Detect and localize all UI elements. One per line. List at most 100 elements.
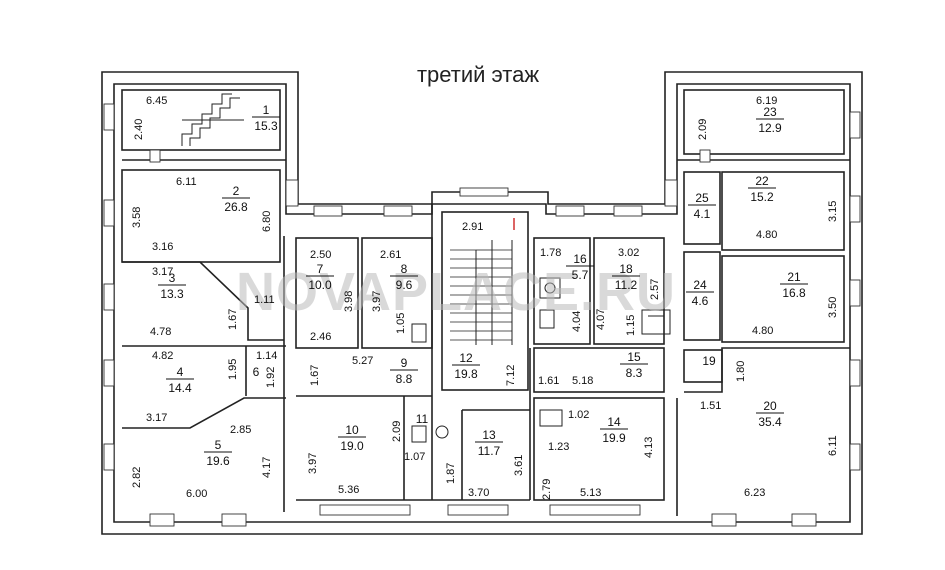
room-area: 15.3: [254, 119, 278, 133]
room-number: 10: [345, 423, 359, 437]
room-area: 16.8: [782, 286, 806, 300]
room-label-4: 414.4: [166, 365, 194, 395]
room-area: 5.7: [572, 268, 589, 282]
dim: 3.70: [468, 487, 489, 499]
room-area: 19.9: [602, 431, 626, 445]
room-number: 13: [482, 428, 496, 442]
dim: 3.61: [513, 455, 525, 476]
dim: 5.27: [352, 355, 373, 367]
dim: 1.15: [625, 315, 637, 336]
dim: 2.61: [380, 249, 401, 261]
room-label-20: 20 35.4: [756, 399, 784, 429]
dim: 2.85: [230, 424, 251, 436]
dim: 3.97: [307, 453, 319, 474]
dim: 2.82: [131, 467, 143, 488]
sanitary-fixtures: [411, 277, 671, 443]
room-area: 11.7: [478, 444, 501, 458]
dim: 4.04: [571, 311, 583, 332]
dim: 7.12: [505, 365, 517, 386]
floor-title: третий этаж: [417, 62, 539, 87]
dim: 2.09: [391, 421, 403, 442]
room-number: 6: [253, 365, 260, 379]
dim: 5.36: [338, 484, 359, 496]
room-area: 19.0: [340, 439, 364, 453]
room-number: 19: [702, 354, 716, 368]
room-number: 22: [755, 174, 769, 188]
dimension-labels: 6.45 2.40 6.11 3.58 3.16 6.80 3.17 1.11 …: [131, 95, 839, 500]
room-number: 21: [787, 270, 801, 284]
room-number: 20: [763, 399, 777, 413]
dim: 3.16: [152, 241, 173, 253]
room-number: 15: [627, 350, 641, 364]
dim: 1.67: [309, 365, 321, 386]
room-label-12: 12 19.8: [452, 351, 480, 381]
dim: 1.61: [538, 375, 559, 387]
room-area: 19.8: [454, 367, 478, 381]
dim: 1.11: [254, 294, 275, 306]
dim: 1.51: [700, 400, 721, 412]
room-label-7: 710.0: [306, 262, 334, 292]
room-number: 4: [177, 365, 184, 379]
dim: 6.45: [146, 95, 167, 107]
dim: 2.57: [649, 279, 661, 300]
room-area: 26.8: [224, 200, 248, 214]
dim: 6.80: [261, 211, 273, 232]
dim: 2.09: [697, 119, 709, 140]
walls: [101, 71, 863, 535]
room-number: 24: [693, 278, 707, 292]
room-label-22: 22 15.2: [748, 174, 776, 204]
dim: 1.23: [548, 441, 569, 453]
room-number: 12: [459, 351, 473, 365]
room-label-19: 19: [702, 354, 716, 368]
room-label-16: 165.7: [566, 252, 594, 282]
room-label-24: 244.6: [686, 278, 714, 308]
room-area: 11.2: [615, 278, 638, 292]
dim: 1.07: [404, 451, 425, 463]
room-label-6: 6: [253, 365, 260, 379]
room-area: 4.6: [692, 294, 709, 308]
dim: 3.98: [343, 291, 355, 312]
dim: 4.80: [752, 325, 773, 337]
dim: 2.50: [310, 249, 331, 261]
room-number: 8: [401, 262, 408, 276]
dim: 3.58: [131, 207, 143, 228]
room-number: 14: [607, 415, 621, 429]
room-number: 9: [401, 356, 408, 370]
watermark: NOVAPLACE.RU: [236, 262, 676, 322]
dim: 6.00: [186, 488, 207, 500]
dim: 6.11: [827, 435, 839, 456]
dim: 3.50: [827, 297, 839, 318]
dim: 1.67: [227, 309, 239, 330]
dim: 1.80: [735, 361, 747, 382]
dim: 4.07: [595, 309, 607, 330]
room-area: 15.2: [750, 190, 774, 204]
dim: 1.95: [227, 359, 239, 380]
room-area: 4.1: [694, 207, 711, 221]
room-label-15: 158.3: [620, 350, 648, 380]
room-area: 9.6: [396, 278, 413, 292]
dim: 1.14: [256, 350, 277, 362]
room-area: 14.4: [168, 381, 192, 395]
staircase-icon: [181, 93, 513, 345]
dim: 1.87: [445, 463, 457, 484]
room-number: 3: [169, 271, 176, 285]
dim: 1.02: [568, 409, 589, 421]
room-number: 1: [263, 103, 270, 117]
room-label-8: 89.6: [390, 262, 418, 292]
room-area: 35.4: [758, 415, 782, 429]
room-area: 8.3: [626, 366, 643, 380]
room-label-21: 21 16.8: [780, 270, 808, 300]
room-area: 13.3: [160, 287, 184, 301]
windows: [103, 103, 861, 527]
dim: 2.91: [462, 221, 483, 233]
dim: 3.17: [146, 412, 167, 424]
room-number: 2: [233, 184, 240, 198]
dim: 3.17: [152, 266, 173, 278]
room-area: 8.8: [396, 372, 413, 386]
room-label-1: 115.3: [252, 103, 280, 133]
dim: 3.15: [827, 201, 839, 222]
dim: 1.05: [395, 313, 407, 334]
room-number: 5: [215, 438, 222, 452]
